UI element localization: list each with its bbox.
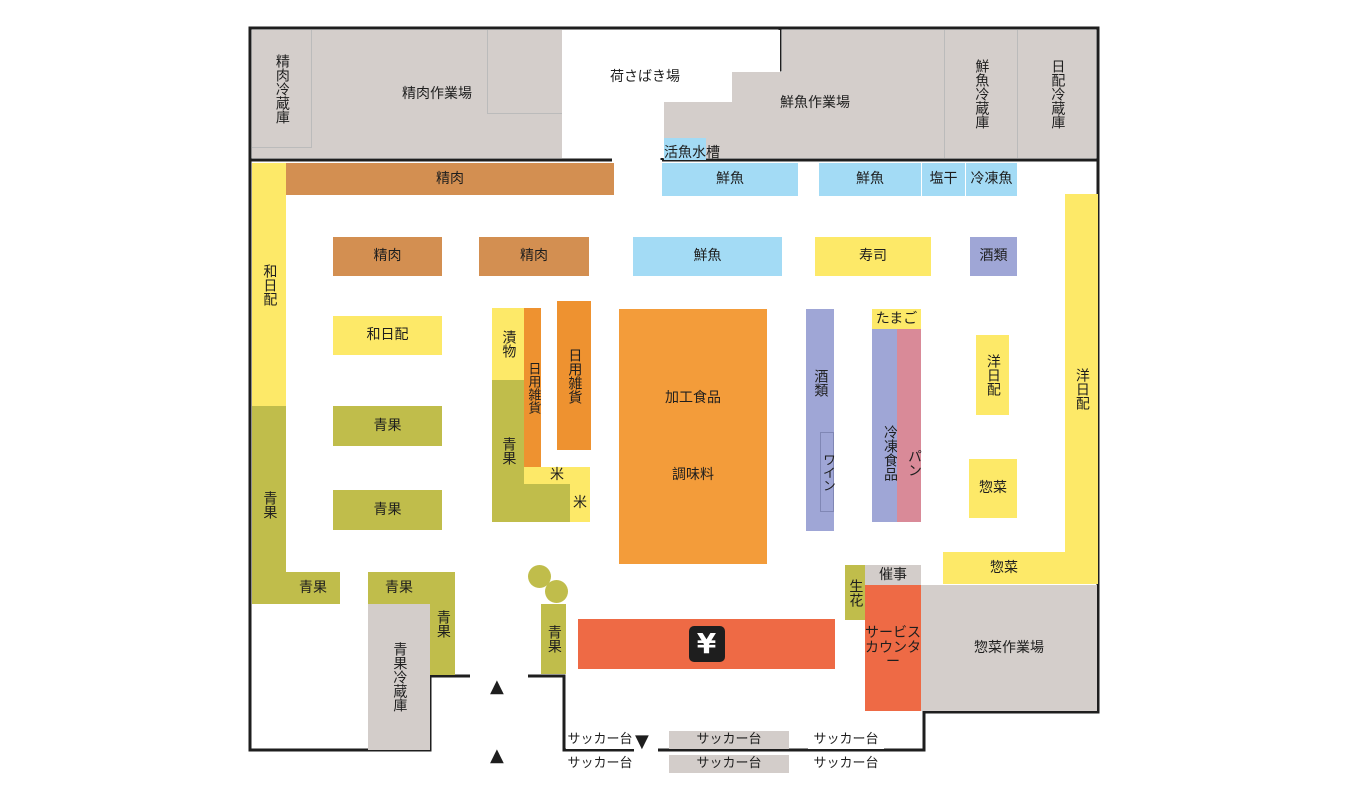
produce-gondola-base (524, 484, 570, 522)
seasoning-label: 調味料 (672, 466, 714, 483)
fish-island: 鮮魚 (633, 237, 782, 276)
produce-cold-storage: 青果冷蔵庫 (368, 604, 430, 750)
produce-entrance-shelf: 青果 (541, 604, 566, 674)
meat-island-2: 精肉 (479, 237, 589, 276)
fish-workroom-label: 鮮魚作業場 (780, 95, 850, 111)
produce-gondola: 青果 (492, 380, 524, 522)
bagging-table-6: サッカー台 (808, 755, 884, 773)
daily-cold-storage: 日配冷蔵庫 (1018, 30, 1096, 158)
eggs-shelf: たまご (872, 309, 921, 329)
meat-room-fill (252, 148, 312, 158)
bagging-table-1: サッカー台 (566, 731, 634, 749)
liquor-gondola-label: 酒類 (812, 369, 829, 397)
liquor-island: 酒類 (970, 237, 1017, 276)
produce-wall: 青果 (252, 406, 286, 604)
frozen-fish-shelf: 冷凍魚 (965, 163, 1017, 196)
frozen-food-shelf: 冷凍食品 (872, 329, 898, 522)
frozen-food-label: 冷凍食品 (882, 425, 898, 481)
plant-2 (545, 580, 568, 603)
fish-wall-shelf-1: 鮮魚 (662, 163, 798, 196)
wine-shelf: ワイン (820, 432, 835, 512)
meat-island-1: 精肉 (333, 237, 442, 276)
events-shelf: 催事 (865, 565, 921, 585)
fish-workroom-step1 (732, 72, 782, 158)
produce-island-2: 青果 (333, 490, 442, 530)
deli-island: 惣菜 (969, 459, 1017, 518)
meat-wall-shelf: 精肉 (286, 163, 614, 195)
sushi-island: 寿司 (815, 237, 931, 276)
produce-front-1: 青果 (368, 572, 430, 604)
daily-goods-shelf: 日用雑貨 (557, 301, 591, 450)
entrance-arrow-2: ▲ (490, 745, 504, 766)
plant-1 (528, 565, 551, 588)
fish-workroom (782, 30, 944, 158)
checkout-area: ¥ (578, 619, 835, 669)
rice-shelf-2: 米 (570, 484, 590, 522)
grocery-block: 加工食品 調味料 (619, 309, 767, 564)
bagging-table-2: サッカー台 (566, 755, 634, 773)
deli-workroom: 惣菜作業場 (921, 585, 1097, 711)
western-daily-wall: 洋日配 (1065, 194, 1098, 584)
service-counter[interactable]: サービス カウンター (865, 585, 921, 711)
unloading-area-label: 荷さばき場 (610, 69, 680, 85)
meat-cold-storage: 精肉冷蔵庫 (252, 30, 312, 148)
entrance-arrow-1: ▲ (490, 676, 504, 697)
fish-cold-storage: 鮮魚冷蔵庫 (944, 30, 1018, 158)
live-fish-tank-block (664, 138, 706, 160)
processed-food-label: 加工食品 (665, 389, 721, 406)
japanese-daily-island: 和日配 (333, 316, 442, 355)
exit-arrow: ▼ (635, 731, 649, 752)
daily-goods-narrow: 日用雑貨 (524, 308, 541, 468)
produce-island-1: 青果 (333, 406, 442, 446)
flowers-shelf: 生花 (845, 565, 865, 620)
bagging-table-3: サッカー台 (669, 731, 789, 749)
pickles-shelf: 漬物 (492, 308, 524, 380)
rice-shelf-1: 米 (524, 467, 590, 484)
fish-wall-shelf-2: 鮮魚 (819, 163, 921, 196)
dried-salted-shelf: 塩干 (921, 163, 965, 196)
yen-icon: ¥ (688, 626, 725, 662)
western-daily-island: 洋日配 (976, 335, 1009, 415)
produce-front-2: 青果 (430, 572, 455, 675)
deli-wall: 惣菜 (943, 552, 1065, 584)
bread-label: パン (906, 449, 922, 477)
live-fish-tank: 活魚水槽 (664, 145, 720, 161)
produce-corner: 青果 (286, 572, 340, 604)
japanese-daily-wall: 和日配 (252, 163, 286, 406)
meat-room-partition (487, 30, 562, 114)
bagging-table-4: サッカー台 (669, 755, 789, 773)
bread-shelf: パン (897, 329, 922, 522)
bagging-table-5: サッカー台 (808, 731, 884, 749)
